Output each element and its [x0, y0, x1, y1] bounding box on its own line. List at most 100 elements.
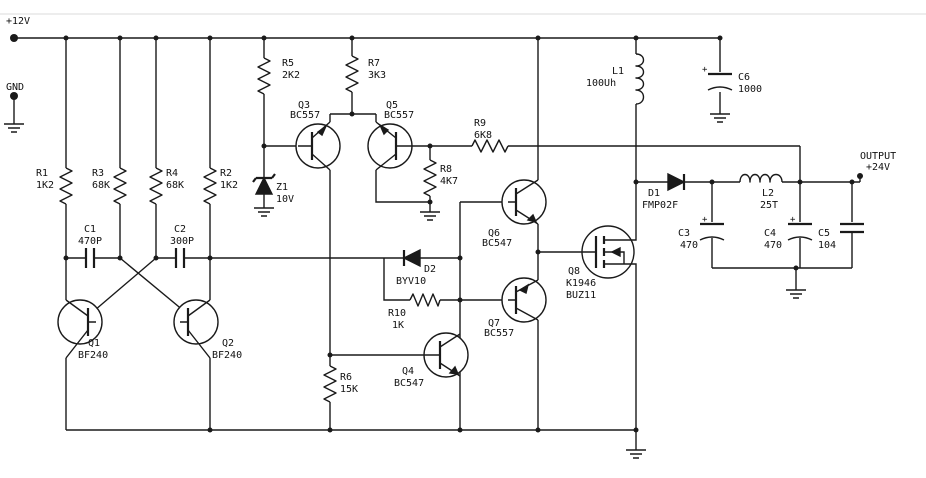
- r1-ref: R1: [36, 168, 48, 179]
- diode-d2: D2 BYV10: [396, 248, 436, 287]
- inductor-l2: L2 25T: [739, 173, 783, 211]
- c1-value: 470P: [78, 236, 102, 247]
- r3-ref: R3: [92, 168, 104, 179]
- r7-value: 3K3: [368, 70, 386, 81]
- ground-symbols: [254, 113, 806, 459]
- c5-value: 104: [818, 240, 836, 251]
- output-label: OUTPUT: [860, 151, 896, 162]
- c3-ref: C3: [678, 228, 690, 239]
- q6-ref: Q6: [488, 228, 500, 239]
- capacitor-c6: + C6 1000: [702, 65, 762, 95]
- r5-ref: R5: [282, 58, 294, 69]
- wires: [0, 13, 926, 450]
- resistor-r2: R2 1K2: [203, 167, 238, 205]
- q5-value: BC557: [384, 110, 414, 121]
- transistor-q1: Q1 BF240: [57, 299, 108, 361]
- capacitor-c3: + C3 470: [678, 215, 725, 251]
- resistor-r1: R1 1K2: [36, 167, 73, 205]
- transistor-q5: Q5 BC557: [367, 100, 414, 171]
- c4-polarity: +: [790, 215, 796, 225]
- gnd-terminal: GND: [4, 82, 24, 133]
- c3-value: 470: [680, 240, 698, 251]
- z1-value: 10V: [276, 194, 294, 205]
- l1-ref: L1: [612, 66, 624, 77]
- r2-value: 1K2: [220, 180, 238, 191]
- r9-ref: R9: [474, 118, 486, 129]
- r10-value: 1K: [392, 320, 404, 331]
- r10-ref: R10: [388, 308, 406, 319]
- q6-value: BC547: [482, 238, 512, 249]
- c2-value: 300P: [170, 236, 194, 247]
- capacitor-c2: C2 300P: [170, 224, 194, 268]
- q3-ref: Q3: [298, 100, 310, 111]
- q8-alt-value: BUZ11: [566, 290, 596, 301]
- q1-value: BF240: [78, 350, 108, 361]
- r6-ref: R6: [340, 372, 352, 383]
- resistor-r10: R10 1K: [388, 293, 441, 331]
- l2-ref: L2: [762, 188, 774, 199]
- r8-value: 4K7: [440, 176, 458, 187]
- vcc-label: +12V: [6, 16, 30, 27]
- transistor-q6: Q6 BC547: [482, 179, 547, 249]
- l2-value: 25T: [760, 200, 778, 211]
- l1-value: 100Uh: [586, 78, 616, 89]
- q3-value: BC557: [290, 110, 320, 121]
- resistor-r9: R9 6K8: [471, 118, 509, 153]
- r4-value: 68K: [166, 180, 184, 191]
- resistor-r5: R5 2K2: [257, 54, 300, 95]
- c1-ref: C1: [84, 224, 96, 235]
- capacitor-c1: C1 470P: [78, 224, 102, 268]
- d2-value: BYV10: [396, 276, 426, 287]
- d2-ref: D2: [424, 264, 436, 275]
- diode-d1: D1 FMP02F: [642, 172, 686, 211]
- capacitor-c5: C5 104: [818, 222, 864, 251]
- transistor-q3: Q3 BC557: [290, 100, 341, 171]
- transistor-q4: Q4 BC547: [394, 332, 469, 389]
- d1-ref: D1: [648, 188, 660, 199]
- inductor-l1: L1 100Uh: [586, 53, 645, 105]
- r1-value: 1K2: [36, 180, 54, 191]
- output-terminal: OUTPUT +24V: [857, 151, 896, 179]
- c2-ref: C2: [174, 224, 186, 235]
- q7-ref: Q7: [488, 318, 500, 329]
- gnd-label: GND: [6, 82, 24, 93]
- capacitor-c4: + C4 470: [764, 215, 813, 251]
- resistor-r8: R8 4K7: [423, 159, 458, 197]
- q8-ref: Q8: [568, 266, 580, 277]
- c3-polarity: +: [702, 215, 708, 225]
- zener-diode-z1: Z1 10V: [252, 173, 294, 205]
- q1-ref: Q1: [88, 338, 100, 349]
- q2-ref: Q2: [222, 338, 234, 349]
- c4-value: 470: [764, 240, 782, 251]
- resistor-r6: R6 15K: [323, 365, 358, 403]
- resistor-r3: R3 68K: [92, 167, 127, 205]
- c6-ref: C6: [738, 72, 750, 83]
- q4-value: BC547: [394, 378, 424, 389]
- q4-ref: Q4: [402, 366, 414, 377]
- r3-value: 68K: [92, 180, 110, 191]
- output-voltage-label: +24V: [866, 162, 890, 173]
- resistor-r7: R7 3K3: [345, 55, 386, 93]
- q7-value: BC557: [484, 328, 514, 339]
- c6-value: 1000: [738, 84, 762, 95]
- r6-value: 15K: [340, 384, 358, 395]
- q2-value: BF240: [212, 350, 242, 361]
- r8-ref: R8: [440, 164, 452, 175]
- transistor-q2: Q2 BF240: [173, 299, 242, 361]
- transistor-q7: Q7 BC557: [484, 277, 547, 339]
- vcc-terminal: +12V: [6, 16, 30, 42]
- q5-ref: Q5: [386, 100, 398, 111]
- r4-ref: R4: [166, 168, 178, 179]
- mosfet-q8: Q8 K1946 BUZ11: [566, 224, 637, 301]
- c6-polarity: +: [702, 65, 708, 75]
- q8-value: K1946: [566, 278, 596, 289]
- junctions: [63, 35, 855, 433]
- r7-ref: R7: [368, 58, 380, 69]
- d1-value: FMP02F: [642, 200, 678, 211]
- r2-ref: R2: [220, 168, 232, 179]
- z1-ref: Z1: [276, 182, 288, 193]
- r9-value: 6K8: [474, 130, 492, 141]
- c4-ref: C4: [764, 228, 776, 239]
- resistor-r4: R4 68K: [149, 167, 184, 205]
